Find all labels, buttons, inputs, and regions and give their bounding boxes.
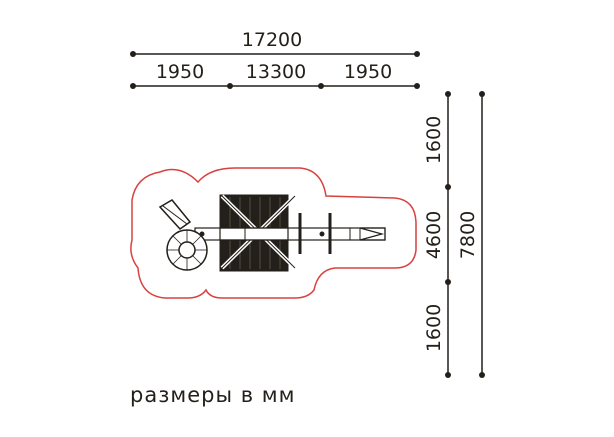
length-dimension-segments: 1950 13300 1950 — [130, 61, 420, 89]
length-dimension-total: 17200 — [130, 29, 420, 57]
width-segment-label: 1600 — [423, 304, 445, 352]
segment-label: 1950 — [344, 61, 392, 83]
units-caption: размеры в мм — [130, 383, 295, 407]
width-dimension-total: 7800 — [457, 91, 485, 378]
walkway — [194, 227, 386, 241]
total-width-label: 7800 — [457, 211, 479, 259]
slide-end — [359, 227, 386, 241]
play-equipment — [158, 194, 386, 272]
width-dimension-segments: 1600 4600 1600 — [423, 91, 451, 378]
segment-label: 1950 — [156, 61, 204, 83]
width-segment-label: 1600 — [423, 116, 445, 164]
width-segment-label: 4600 — [423, 211, 445, 259]
safety-zone-outline — [130, 167, 417, 299]
segment-label: 13300 — [246, 61, 306, 83]
total-length-label: 17200 — [242, 29, 302, 51]
